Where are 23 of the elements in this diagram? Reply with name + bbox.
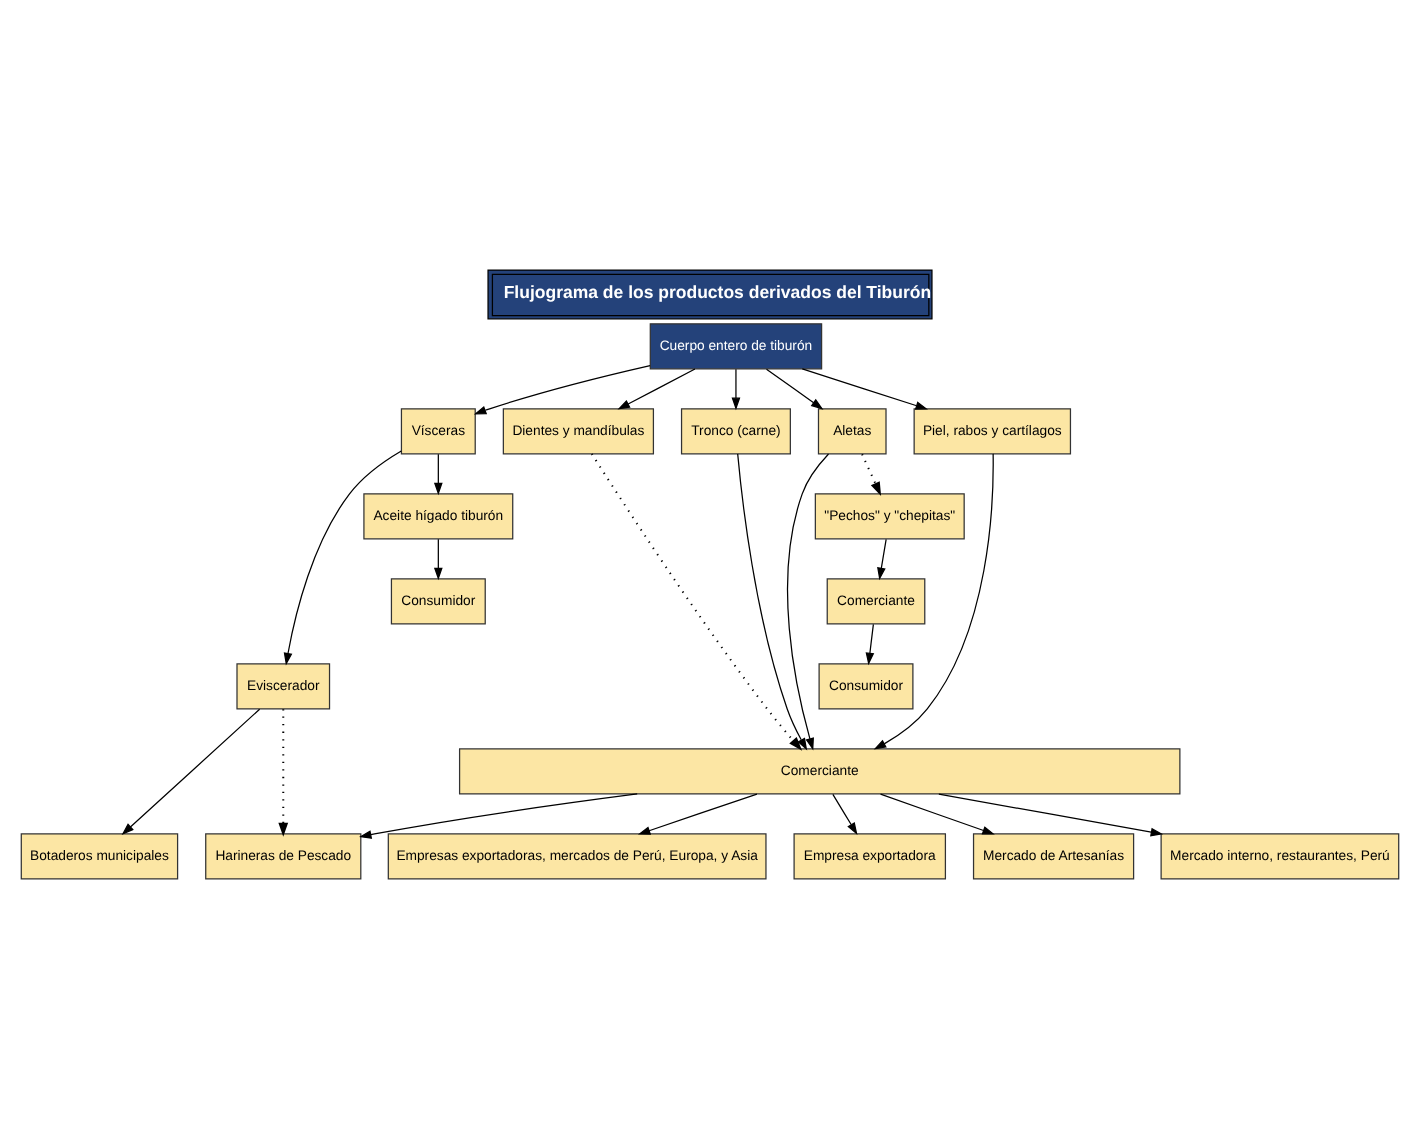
arrow	[737, 453, 808, 751]
arrow	[861, 453, 882, 497]
arrow	[433, 453, 443, 496]
arrow	[433, 538, 443, 581]
arrow	[617, 368, 696, 410]
arrow	[283, 450, 402, 666]
arrow	[637, 793, 758, 835]
arrow	[832, 793, 858, 836]
arrow	[278, 708, 289, 837]
arrow	[801, 368, 928, 410]
diagram-title: Flujograma de los productos derivados del Tiburón	[503, 282, 932, 303]
arrow	[938, 793, 1164, 837]
arrow	[359, 793, 638, 839]
arrow	[877, 538, 887, 581]
arrow	[590, 452, 803, 751]
arrow	[121, 708, 261, 836]
arrow	[879, 793, 995, 835]
arrow	[473, 364, 651, 415]
arrow	[731, 368, 741, 411]
arrow	[765, 368, 824, 410]
arrow	[786, 453, 830, 751]
arrow	[865, 623, 875, 666]
arrow	[873, 453, 994, 750]
